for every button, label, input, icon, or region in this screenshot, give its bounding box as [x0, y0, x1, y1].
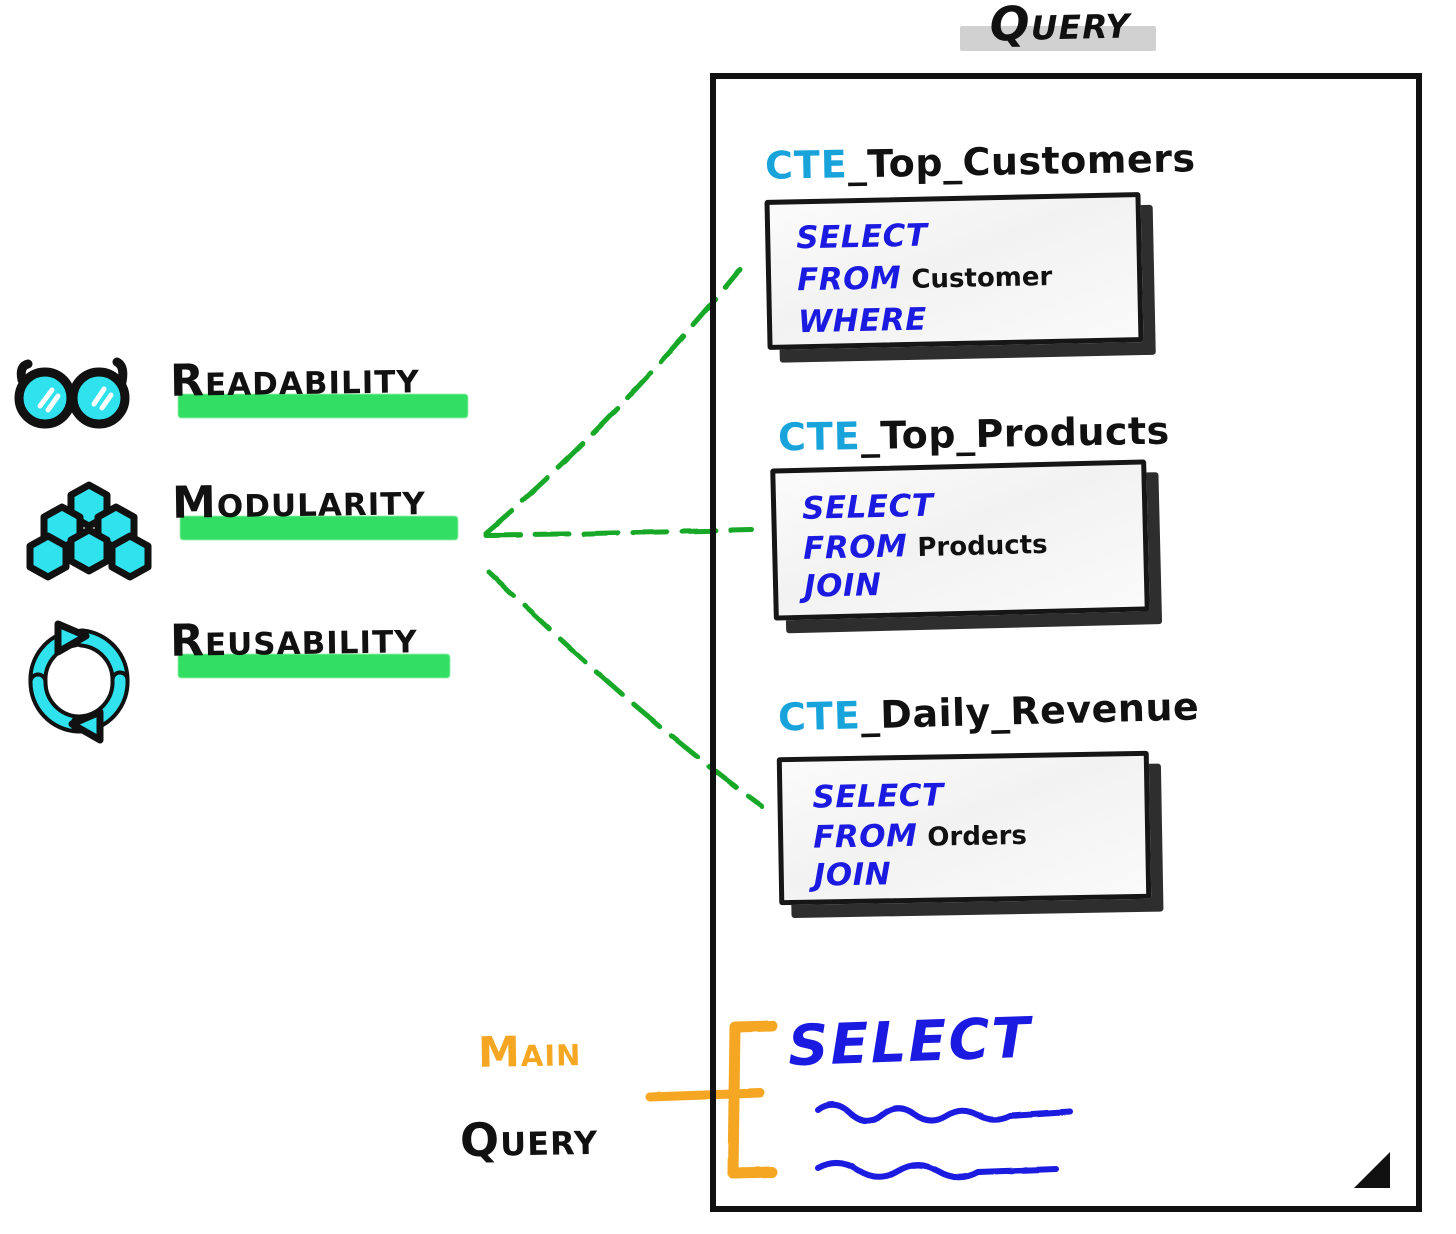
main-query-body-line-1 [815, 1101, 1073, 1124]
connector-to-cte-3 [486, 569, 765, 809]
main-query-body-line-2 [815, 1160, 1059, 1181]
sql-keyword-from: FROM [802, 528, 908, 567]
cte-card-top-customers[interactable]: SELECT FROM Customer WHERE [764, 192, 1144, 350]
sql-keyword-select: SELECT [801, 487, 934, 527]
sql-keyword-join: JOIN [803, 566, 882, 605]
connector-to-cte-2 [483, 527, 755, 538]
glasses-icon [14, 357, 130, 429]
sql-keyword-from: FROM [796, 260, 902, 299]
benefit-highlight [178, 394, 468, 418]
cte-card-daily-revenue[interactable]: SELECT FROM Orders JOIN [776, 750, 1152, 906]
cte-label-top-customers: CTE_Top_Customers [765, 136, 1196, 188]
benefit-label: Modularity [171, 474, 427, 529]
sql-keyword-select: SELECT [795, 217, 928, 257]
sql-table-name: Orders [927, 820, 1028, 853]
title-highlight [960, 26, 1156, 51]
sql-keyword-where: WHERE [797, 301, 928, 341]
sql-table-name: Products [917, 529, 1048, 564]
hexagon-cluster-icon [26, 481, 152, 581]
connector-lines [483, 267, 765, 809]
main-query-connector [645, 1020, 778, 1179]
sql-table-name: Customer [911, 261, 1053, 295]
main-query-leader-line [645, 1088, 765, 1102]
sql-keyword-join: JOIN [813, 856, 892, 894]
cte-name: _Top_Customers [847, 136, 1196, 187]
main-query-select-keyword: SELECT [786, 1005, 1033, 1080]
cte-card-top-products[interactable]: SELECT FROM Products JOIN [770, 459, 1150, 621]
connector-to-cte-1 [483, 267, 743, 536]
benefit-label: Reusability [169, 612, 418, 667]
recycle-arrows-icon [28, 620, 130, 744]
cte-label-top-products: CTE_Top_Products [778, 409, 1170, 460]
page-title: Query [955, 0, 1165, 64]
page-fold-corner-icon [1354, 1152, 1390, 1188]
sql-keyword-from: FROM [812, 817, 918, 856]
main-query-bracket [727, 1020, 778, 1179]
query-frame [710, 73, 1422, 1212]
benefit-highlight [178, 654, 450, 678]
main-query-label-query: Query [459, 1110, 599, 1168]
cte-keyword: CTE [764, 142, 849, 188]
benefit-highlight [180, 516, 458, 540]
sql-keyword-select: SELECT [812, 777, 945, 816]
cte-name: _Daily_Revenue [860, 684, 1200, 738]
cte-keyword: CTE [777, 693, 862, 740]
cte-name: _Top_Products [860, 408, 1171, 458]
cte-keyword: CTE [777, 413, 862, 460]
benefit-label: Readability [169, 352, 421, 407]
title-text: Query [989, 0, 1131, 53]
main-query-label-main: Main [477, 1026, 582, 1077]
